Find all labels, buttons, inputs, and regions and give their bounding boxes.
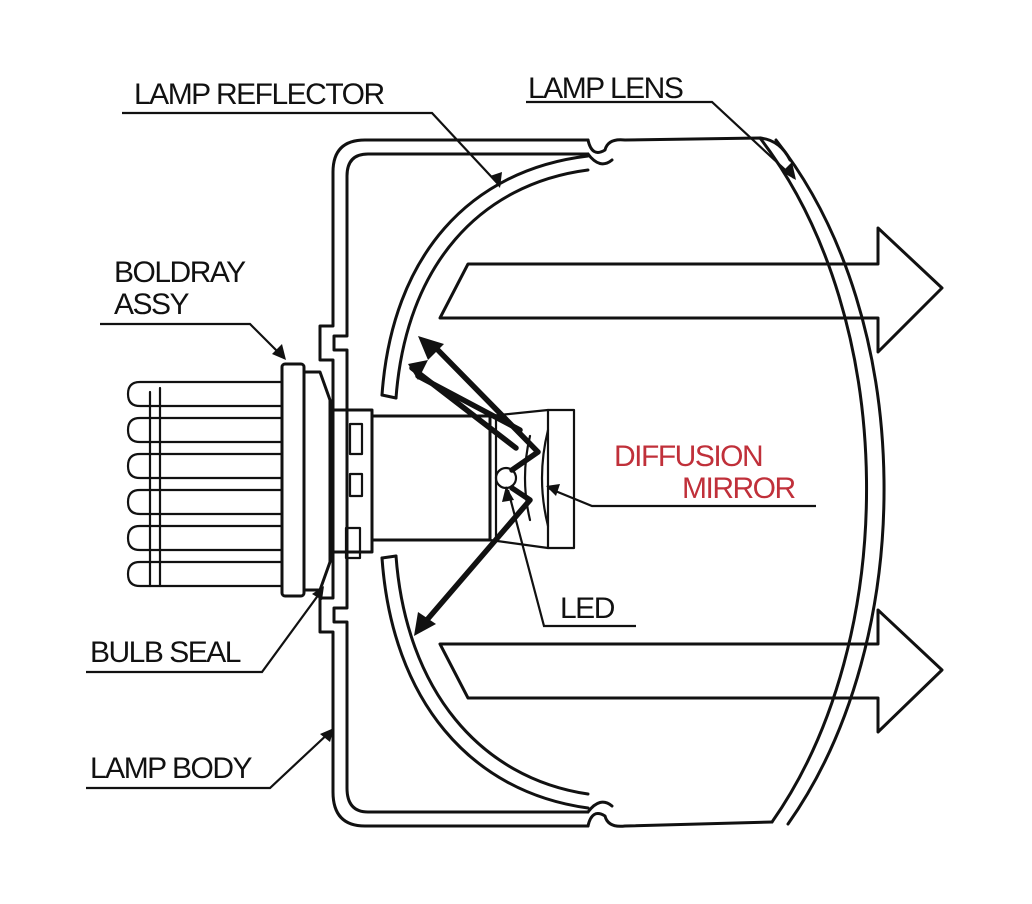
label-boldray-line1: BOLDRAY [114, 256, 246, 289]
label-diffusion-line2: MIRROR [682, 472, 795, 505]
lamp-body [318, 138, 590, 828]
light-beam-arrows [438, 226, 944, 734]
label-diffusion-line1: DIFFUSION [614, 440, 762, 473]
boldray-assembly [126, 362, 576, 598]
label-led: LED [560, 592, 615, 625]
label-lamp-body: LAMP BODY [90, 752, 252, 785]
leader-lines [86, 100, 816, 790]
lamp-reflector [380, 154, 590, 810]
label-boldray-line2: ASSY [114, 288, 190, 321]
label-lamp-reflector: LAMP REFLECTOR [134, 78, 384, 111]
light-rays [408, 336, 541, 636]
label-lamp-lens: LAMP LENS [528, 72, 683, 105]
lamp-lens [586, 136, 886, 828]
label-bulb-seal: BULB SEAL [90, 636, 241, 669]
